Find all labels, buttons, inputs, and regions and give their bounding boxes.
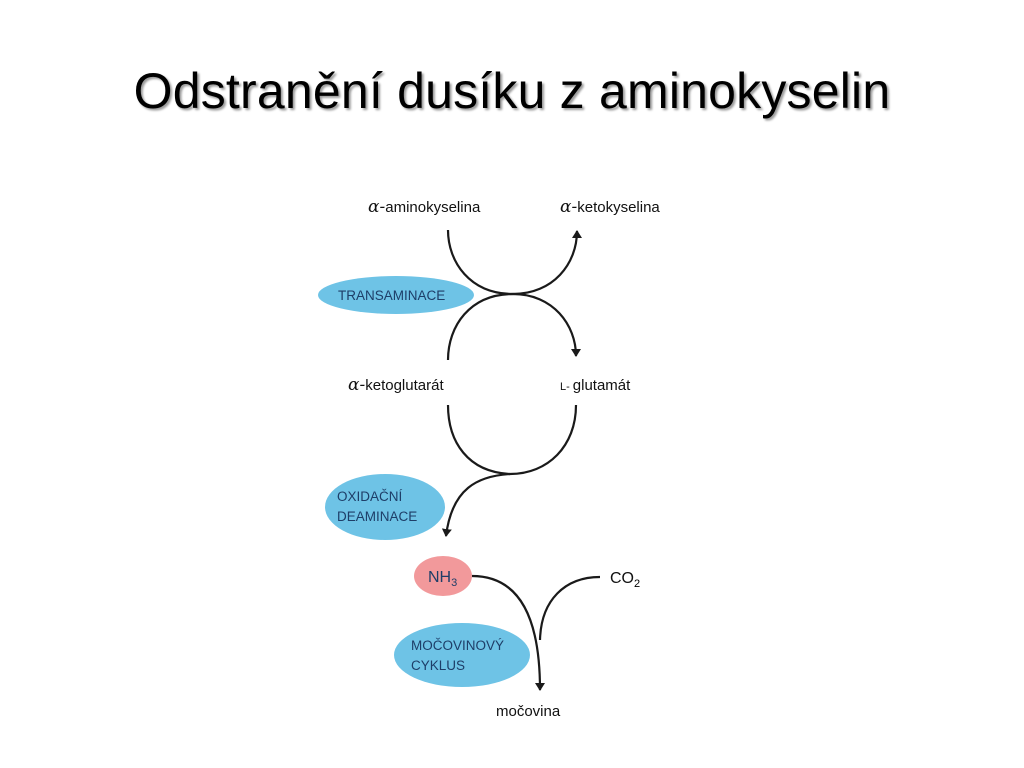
mocovinovy-cyklus-label-1: MOČOVINOVÝ xyxy=(411,638,504,653)
oxidacni-deaminace-ellipse xyxy=(325,474,445,540)
slide-title: Odstranění dusíku z aminokyselin xyxy=(133,63,891,119)
transamination-curve-up xyxy=(446,230,582,361)
alpha-aminokyselina-label: α-aminokyselina xyxy=(368,197,481,217)
alpha-ketoglutarat-label: α-ketoglutarát xyxy=(348,375,444,395)
oxidative-deamination-curve xyxy=(441,472,511,537)
oxidacni-deaminace-label-2: DEAMINACE xyxy=(337,509,417,524)
transaminace-label: TRANSAMINACE xyxy=(338,288,445,303)
mocovinovy-cyklus-ellipse xyxy=(394,623,530,687)
l-glutamat-label: L-glutamát xyxy=(560,377,631,394)
mocovinovy-cyklus-label-2: CYKLUS xyxy=(411,658,465,673)
glutamate-loop-curve xyxy=(446,404,578,476)
nh3-to-urea-curve xyxy=(471,574,545,691)
co2-label: CO2 xyxy=(610,570,640,590)
nh3-ellipse xyxy=(414,556,472,596)
transaminace-ellipse xyxy=(318,276,474,314)
mocovina-label: močovina xyxy=(496,703,561,720)
nh3-label: NH3 xyxy=(428,569,457,589)
co2-to-urea-curve xyxy=(538,575,601,641)
oxidacni-deaminace-label-1: OXIDAČNÍ xyxy=(337,489,403,504)
alpha-ketokyselina-label: α-ketokyselina xyxy=(560,197,660,217)
